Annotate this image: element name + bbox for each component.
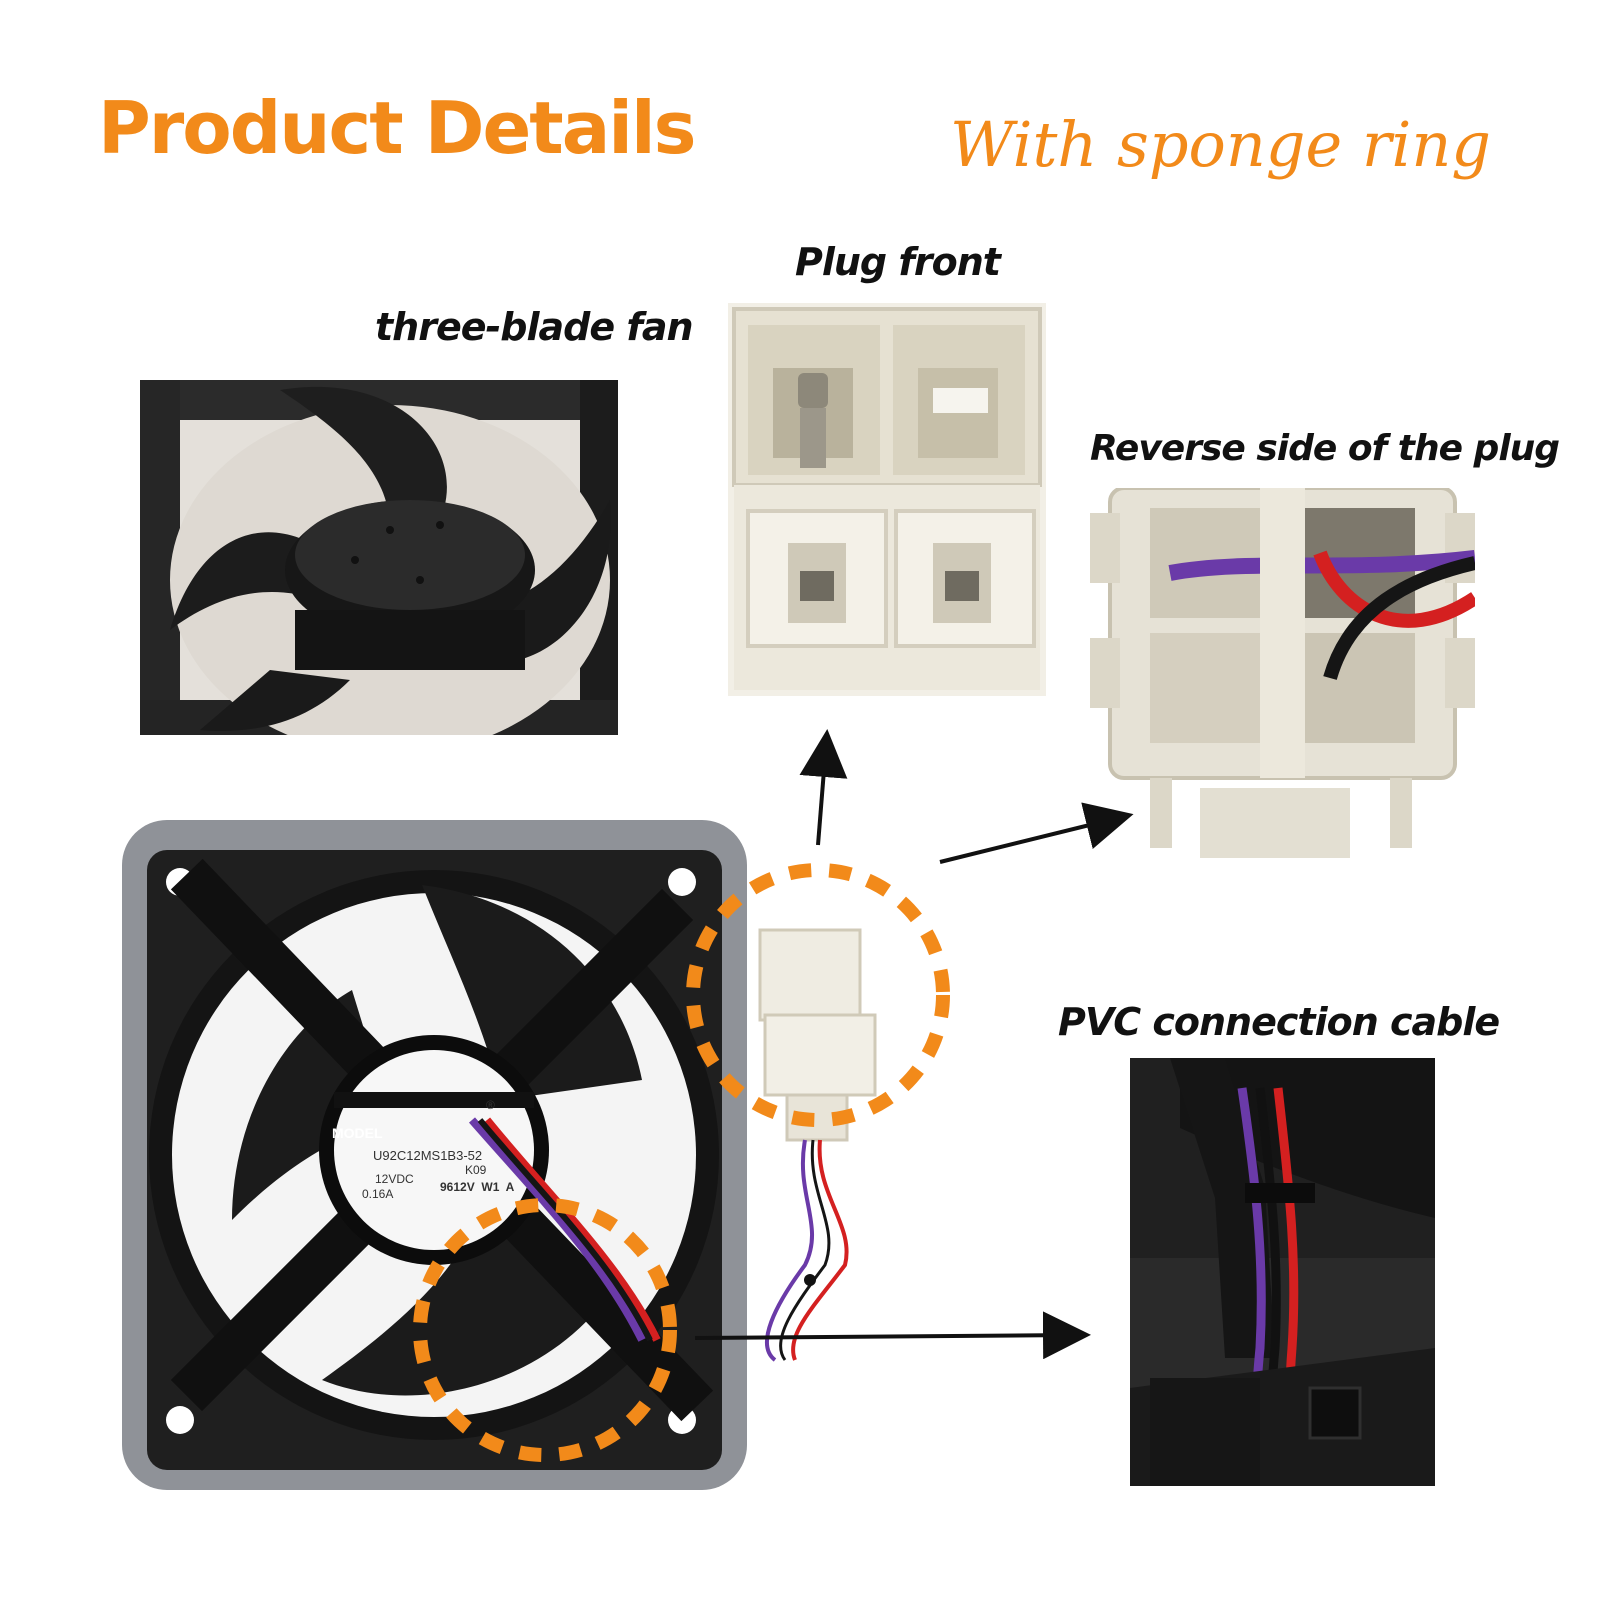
plug-highlight-circle xyxy=(686,863,950,1127)
registered-mark: ® xyxy=(486,1098,495,1112)
page-subtitle: With sponge ring xyxy=(950,108,1491,181)
model-code: K09 xyxy=(465,1163,487,1177)
current-rating: 0.16A xyxy=(362,1187,394,1201)
loose-plug-cable-image xyxy=(758,928,877,1362)
main-fan-image xyxy=(122,820,747,1490)
reverse-side-photo xyxy=(1090,488,1475,868)
cable-highlight-circle xyxy=(413,1198,677,1462)
arrow-to-plug-front xyxy=(799,729,848,846)
plug-front-image xyxy=(728,303,1046,696)
three-blade-fan-label: three-blade fan xyxy=(375,305,694,349)
plug-front-photo xyxy=(728,303,1046,696)
mount-hole xyxy=(668,868,696,896)
three-blade-fan-photo xyxy=(140,380,618,735)
mount-hole xyxy=(166,1406,194,1434)
reverse-side-label: Reverse side of the plug xyxy=(1090,428,1560,469)
page-title: Product Details xyxy=(98,86,697,170)
arrow-to-pvc-cable xyxy=(694,1311,1091,1360)
arrow-to-reverse-side xyxy=(939,802,1134,864)
pvc-cable-photo xyxy=(1130,1058,1435,1486)
voltage-rating: 12VDC xyxy=(375,1172,414,1186)
pvc-cable-label: PVC connection cable xyxy=(1058,1000,1500,1044)
pvc-cable-image xyxy=(1130,1058,1435,1486)
model-tag: MODEL xyxy=(332,1125,383,1141)
three-blade-fan-image xyxy=(140,380,618,735)
batch-code: 9612V W1 A xyxy=(440,1180,515,1194)
reverse-side-image xyxy=(1090,488,1475,868)
loose-plug-cable xyxy=(735,905,905,1370)
model-number: U92C12MS1B3-52 xyxy=(373,1148,483,1163)
plug-front-label: Plug front xyxy=(795,240,1001,284)
main-fan-photo xyxy=(122,820,747,1490)
